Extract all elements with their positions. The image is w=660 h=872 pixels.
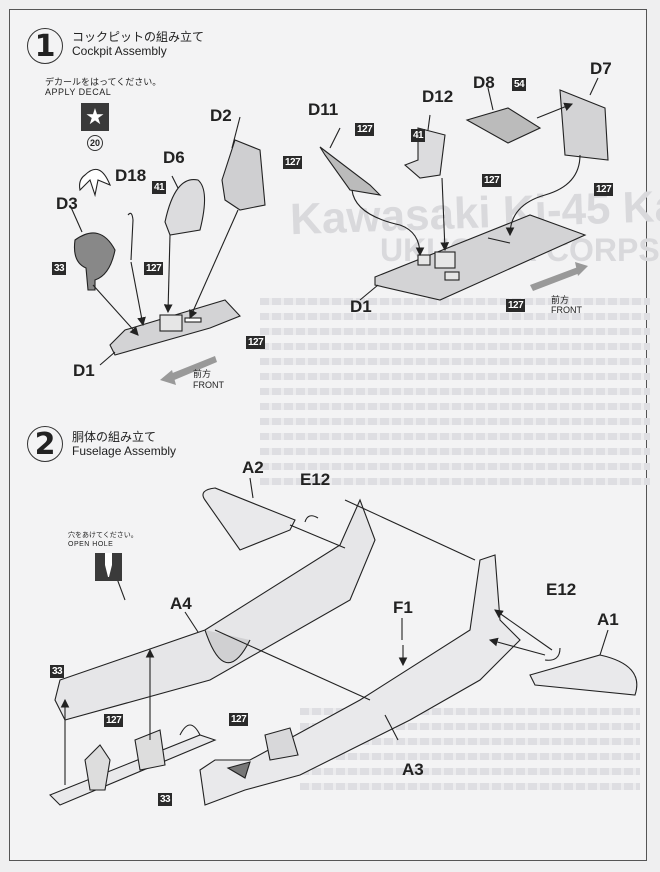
paint-code-badge: 127 — [246, 336, 266, 349]
front-label-ja-right: 前方 — [551, 296, 570, 306]
part-a1 — [529, 654, 638, 696]
front-label-ja-left: 前方 — [193, 370, 212, 380]
part-label-d12: D12 — [422, 87, 454, 106]
step-1-number: 1 — [27, 28, 63, 64]
paint-code-badge: 127 — [283, 156, 303, 169]
paint-code-badge: 127 — [144, 262, 164, 275]
part-label-d3: D3 — [56, 194, 78, 213]
step-1-title-en: Cockpit Assembly — [72, 44, 167, 58]
paint-code-badge: 127 — [229, 713, 249, 726]
part-d12 — [403, 127, 446, 179]
step-2-title-en: Fuselage Assembly — [72, 444, 177, 458]
part-label-a2: A2 — [242, 458, 264, 477]
ghost-text-block-2 — [300, 700, 640, 798]
part-label-d2: D2 — [210, 106, 232, 125]
step-2-number: 2 — [27, 426, 63, 462]
paint-code-badge: 41 — [152, 181, 167, 194]
paint-code-badge: 127 — [506, 299, 526, 312]
part-label-d11: D11 — [308, 100, 339, 119]
part-a4 — [54, 498, 376, 721]
paint-code-badge: 127 — [355, 123, 375, 136]
front-arrow-right-head — [575, 262, 588, 276]
ghost-text-block — [260, 290, 650, 493]
drill-note-ja: 穴をあけてください。 — [68, 531, 138, 539]
decal-outline — [79, 168, 111, 198]
part-label-f1: F1 — [393, 598, 413, 617]
front-label-en-left: FRONT — [193, 380, 224, 390]
cockpit-floor-assembly — [49, 734, 217, 806]
decal-note-en: APPLY DECAL — [45, 87, 112, 97]
part-d3 — [73, 232, 116, 291]
part-label-e12-right: E12 — [546, 580, 577, 599]
paint-code-badge: 33 — [158, 793, 173, 806]
paint-code-badge: 127 — [104, 714, 124, 727]
part-label-d6: D6 — [163, 148, 185, 167]
part-d18 — [127, 212, 134, 261]
part-d6 — [164, 178, 206, 236]
paint-code-badge: 54 — [512, 78, 527, 91]
drill-note-en: OPEN HOLE — [68, 541, 114, 548]
front-arrow-right — [530, 267, 580, 291]
part-label-a1: A1 — [597, 610, 619, 629]
part-label-e12-top: E12 — [300, 470, 331, 489]
drill-icon — [95, 553, 122, 581]
part-label-d18: D18 — [115, 166, 147, 185]
part-e12-right — [544, 647, 561, 661]
paint-code-badge: 33 — [50, 665, 65, 678]
paint-code-badge: 33 — [52, 262, 67, 275]
part-d8 — [465, 107, 542, 144]
decal-number: 20 — [87, 135, 103, 151]
part-d7 — [559, 89, 609, 161]
step-1-title-ja: コックピットの組み立て — [72, 30, 205, 44]
part-e12-left — [304, 515, 319, 523]
part-label-a3: A3 — [402, 760, 424, 779]
part-label-a4: A4 — [170, 594, 192, 613]
decal-note-ja: デカールをはってください。 — [45, 78, 162, 88]
part-label-d1-right: D1 — [350, 297, 372, 316]
part-label-d8: D8 — [473, 73, 495, 92]
paint-code-badge: 41 — [411, 129, 426, 142]
part-a2 — [202, 487, 296, 551]
paint-code-badge: 127 — [482, 174, 502, 187]
part-d11 — [319, 146, 382, 196]
floor-d1-right — [374, 214, 587, 301]
star-decal-icon: ★ — [81, 103, 109, 131]
front-arrow-left-head — [160, 370, 176, 385]
part-label-d1-left: D1 — [73, 361, 95, 380]
step-2-title-ja: 胴体の組み立て — [72, 430, 157, 444]
front-label-en-right: FRONT — [551, 305, 582, 315]
front-arrow-left — [165, 356, 217, 381]
paint-code-badge: 127 — [594, 183, 614, 196]
seat-mount — [159, 314, 183, 332]
part-d2 — [221, 139, 266, 211]
part-label-d7: D7 — [590, 59, 612, 78]
